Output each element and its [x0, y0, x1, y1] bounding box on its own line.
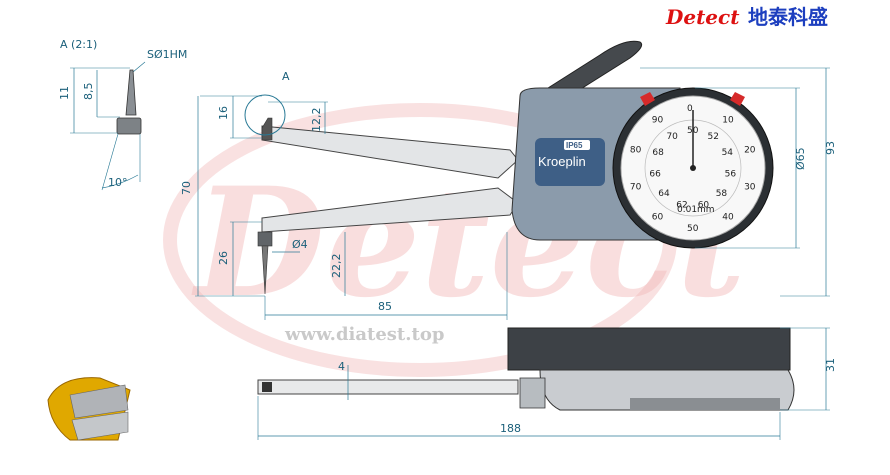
dial-outer-label: 30 — [744, 183, 756, 193]
dial-outer-label: 10 — [722, 115, 734, 125]
dial-inner-label: 54 — [722, 148, 734, 158]
brand-name: Detect — [665, 5, 740, 29]
dial-inner-label: 52 — [708, 132, 719, 142]
detail-dim-8-5: 8,5 — [82, 83, 95, 101]
dim-phi4: Ø4 — [292, 238, 308, 251]
detail-callout-circle — [244, 94, 286, 136]
dial-inner-label: 66 — [649, 169, 661, 179]
resolution-label: 0.01mm — [677, 205, 715, 215]
dim-188: 188 — [500, 422, 521, 435]
dial-inner-label: 64 — [658, 189, 670, 199]
dial-outer-label: 20 — [744, 145, 756, 155]
dim-16: 16 — [217, 106, 230, 120]
ip-label: IP65 — [566, 141, 583, 150]
dial-inner-label: 62 — [676, 200, 687, 210]
dim-26: 26 — [217, 251, 230, 265]
detail-tip-shape — [116, 69, 142, 135]
detail-scale-label: A (2:1) — [60, 38, 97, 51]
dial-outer-label: 50 — [687, 224, 699, 234]
trigger-lever — [546, 40, 643, 93]
dial-outer-label: 70 — [630, 183, 642, 193]
maker-label: Kroeplin — [538, 154, 586, 169]
dim-phi65: Ø65 — [794, 147, 807, 170]
dial-inner-label: 60 — [698, 200, 710, 210]
dial-outer-label: 90 — [652, 115, 664, 125]
detail-tip-label: SØ1HM — [147, 48, 187, 61]
detail-angle: 10° — [108, 176, 128, 189]
site-watermark: www.diatest.top — [284, 324, 444, 345]
dim-12-2: 12,2 — [310, 108, 323, 133]
dim-85: 85 — [378, 300, 392, 313]
dial-inner-label: 70 — [666, 132, 678, 142]
dial-inner-label: 58 — [716, 189, 728, 199]
dim-70: 70 — [180, 181, 193, 195]
dim-4: 4 — [338, 360, 345, 373]
dim-31: 31 — [824, 358, 837, 372]
application-illustration — [47, 377, 131, 441]
dial-inner-label: 56 — [725, 169, 737, 179]
detail-dim-11: 11 — [58, 86, 71, 100]
dim-93: 93 — [824, 141, 837, 155]
brand-chinese: 地泰科盛 — [748, 5, 828, 29]
dial-outer-label: 80 — [630, 145, 642, 155]
dial-outer-label: 40 — [722, 213, 734, 223]
dial-outer-label: 0 — [687, 104, 693, 114]
dim-22-2: 22,2 — [330, 254, 343, 279]
dial-outer-label: 60 — [652, 213, 664, 223]
callout-label: A — [282, 70, 290, 83]
dial-inner-label: 68 — [652, 148, 664, 158]
side-view — [257, 327, 795, 411]
